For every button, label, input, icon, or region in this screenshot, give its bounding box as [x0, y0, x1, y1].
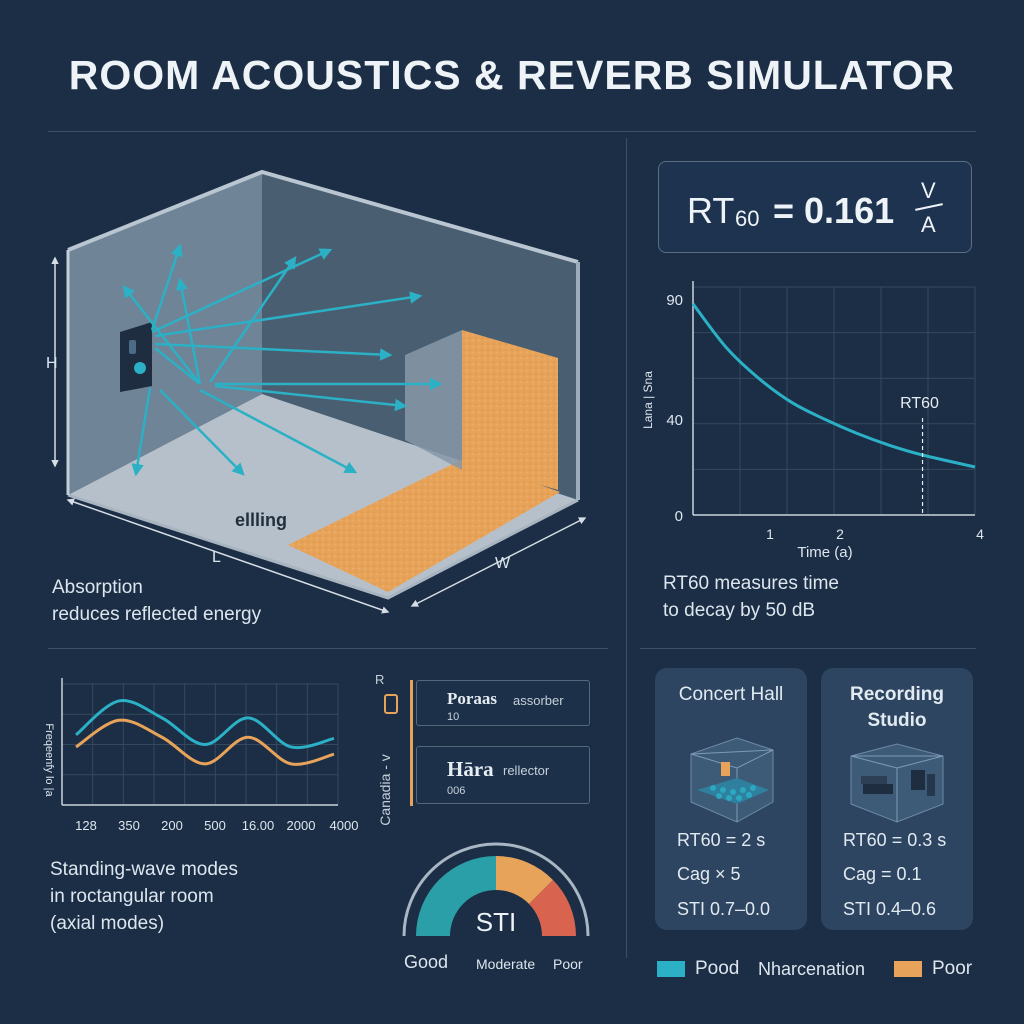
partition-wall — [405, 330, 462, 470]
card-recording-studio: Recording Studio RT60 = 0.3 s Cag = 0.1 … — [821, 668, 973, 930]
gauge-outline — [402, 842, 590, 937]
room-caption-line2: reduces reflected energy — [52, 604, 262, 625]
card-studio-sti: STI 0.4–0.6 — [843, 899, 937, 919]
ceiling-label: ellling — [235, 510, 287, 530]
sti-good-label: Good — [404, 952, 449, 972]
sound-rays — [122, 243, 443, 477]
decay-caption-line1: RT60 measures time — [663, 573, 839, 594]
modes-xtick: 16.00 — [242, 818, 275, 833]
formula-numerator: V — [921, 178, 936, 203]
modes-caption-line2: in roctangular room — [50, 886, 214, 907]
card-studio-cag: Cag = 0.1 — [843, 864, 922, 884]
gauge-poor-segment — [529, 880, 576, 936]
modes-curve-orange — [75, 718, 335, 766]
modes-xtick: 500 — [204, 818, 226, 833]
dimension-h-label: H — [46, 355, 58, 372]
formula-equals: = 0.161 — [773, 190, 895, 231]
material-hard: Hāra rellector 006 — [416, 746, 590, 804]
decay-xtick: 1 — [766, 526, 774, 542]
sti-moderate-label: Moderate — [476, 956, 536, 972]
card-concert-hall: Concert Hall RT60 = 2 s Cag × 5 STI 0.7–… — [655, 668, 807, 930]
modes-xtick: 2000 — [287, 818, 316, 833]
legend-swatch-orange — [894, 961, 922, 977]
formula-fraction-bar — [915, 203, 943, 211]
modes-chart: 128 350 200 500 16.00 2000 4000 Freqeenfy lo |a — [43, 678, 359, 833]
sti-gauge: STI — [402, 842, 590, 937]
material-hard-type: rellector — [503, 763, 550, 778]
modes-caption: Standing-wave modes in roctangular room … — [50, 856, 238, 937]
modes-xtick: 350 — [118, 818, 140, 833]
material-porous: Poraas assorber 10 — [416, 680, 590, 726]
speaker-icon — [120, 322, 152, 392]
recording-studio-illustration — [850, 743, 944, 823]
decay-xlabel: Time (a) — [797, 544, 852, 561]
decay-ytick: 0 — [675, 508, 683, 525]
card-studio-title-line1: Recording — [850, 684, 944, 705]
rt60-formula: RT 60 = 0.161 V A — [658, 161, 972, 253]
absorber-panel — [462, 330, 558, 490]
legend-item1: Pood — [695, 958, 740, 979]
decay-xtick: 4 — [976, 526, 984, 542]
decay-ytick: 90 — [666, 292, 683, 309]
formula-lhs: RT — [687, 190, 735, 231]
decay-caption-line2: to decay by 50 dB — [663, 600, 816, 621]
formula-denominator: A — [921, 212, 936, 237]
material-porous-name: Poraas — [447, 689, 498, 708]
legend-item2: Nharcenation — [758, 959, 866, 979]
materials-side-label: Canadia - v — [377, 754, 393, 826]
decay-caption: RT60 measures time to decay by 50 dB — [663, 570, 839, 624]
decay-ytick: 40 — [666, 412, 683, 429]
materials-side-r: R — [375, 672, 385, 687]
gauge-good-segment — [416, 856, 496, 936]
decay-xtick: 2 — [836, 526, 844, 542]
materials-bracket — [410, 680, 413, 806]
legend-item3: Poor — [932, 958, 973, 979]
dimension-l-label: L — [212, 549, 221, 566]
decay-curve — [691, 302, 976, 469]
modes-xtick: 128 — [75, 818, 97, 833]
card-studio-rt60: RT60 = 0.3 s — [843, 830, 947, 850]
sti-label: STI — [476, 907, 516, 937]
modes-xtick: 200 — [161, 818, 183, 833]
vertical-divider — [626, 138, 627, 958]
materials-icon — [384, 694, 398, 714]
gauge-moderate-segment — [496, 856, 553, 904]
modes-curve-teal — [75, 699, 335, 750]
card-concert-sti: STI 0.7–0.0 — [677, 899, 771, 919]
material-porous-type: assorber — [513, 693, 564, 708]
legend-swatch-teal — [657, 961, 685, 977]
concert-hall-illustration — [690, 737, 774, 823]
room-caption-line1: Absorption — [52, 577, 143, 598]
modes-caption-line3: (axial modes) — [50, 913, 165, 934]
title-divider — [48, 131, 976, 132]
middle-divider-right — [640, 648, 976, 649]
middle-divider-left — [48, 648, 608, 649]
formula-subscript: 60 — [735, 206, 760, 231]
card-concert-title: Concert Hall — [678, 684, 784, 705]
sti-poor-label: Poor — [553, 956, 583, 972]
dimension-w-label: W — [495, 555, 511, 572]
material-hard-value: 006 — [447, 785, 466, 797]
card-concert-cag: Cag × 5 — [677, 864, 741, 884]
room-diagram: H L W ellling — [46, 169, 587, 614]
modes-xtick: 4000 — [330, 818, 359, 833]
room-caption: Absorption reduces reflected energy — [52, 574, 261, 628]
decay-ylabel: Lana | Sna — [641, 371, 655, 429]
material-porous-value: 10 — [447, 711, 460, 723]
modes-ylabel: Freqeenfy lo |a — [43, 723, 55, 797]
material-hard-name: Hāra — [447, 757, 494, 781]
card-studio-title-line2: Studio — [867, 710, 927, 731]
rt60-marker-label: RT60 — [900, 395, 939, 412]
card-concert-rt60: RT60 = 2 s — [677, 830, 766, 850]
page-title: ROOM ACOUSTICS & REVERB SIMULATOR — [68, 52, 956, 98]
modes-caption-line1: Standing-wave modes — [50, 859, 238, 880]
